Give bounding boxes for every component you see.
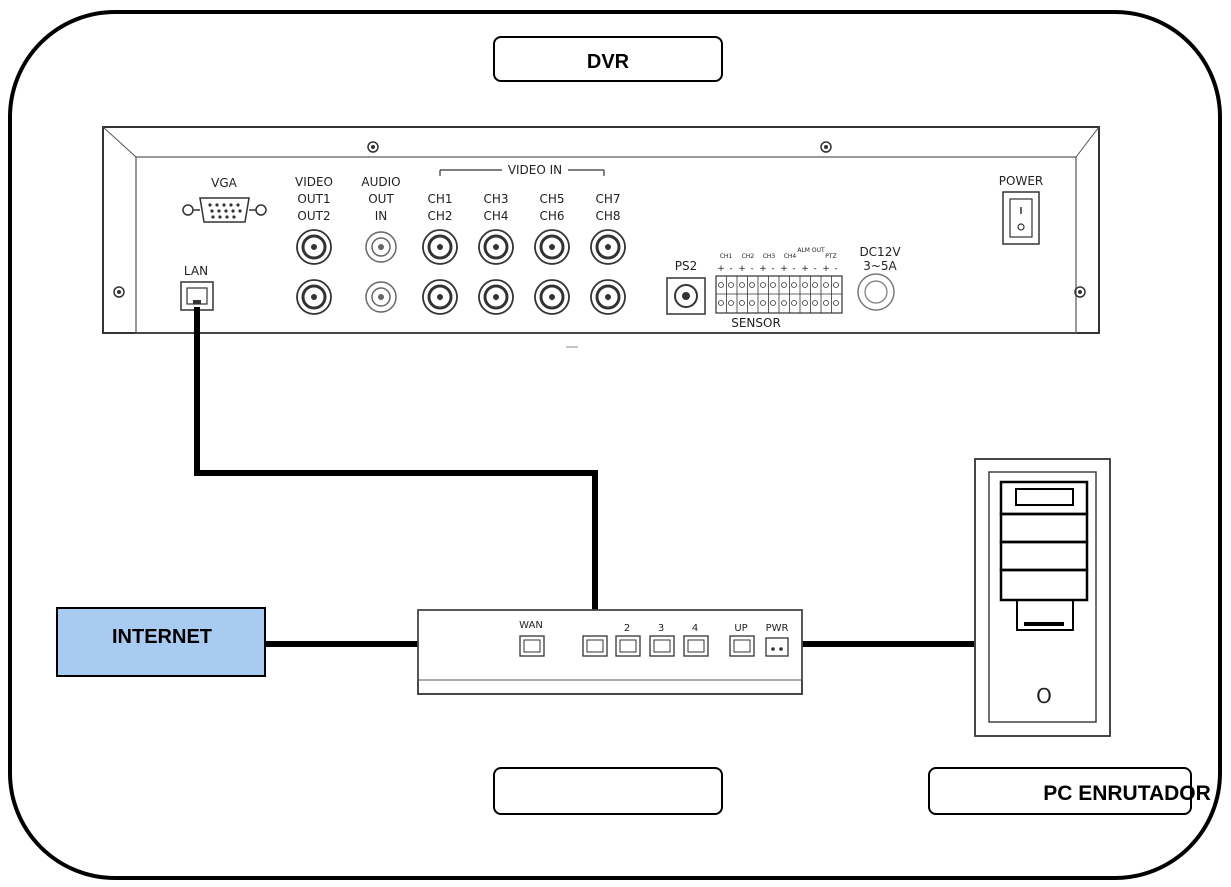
dc-voltage-label: DC12V (859, 245, 901, 259)
router: WAN 2 3 4 UP PWR (417, 609, 803, 695)
sensor-plus: + (780, 264, 788, 274)
dvr-title-box: DVR (493, 36, 723, 82)
sensor-minus: - (729, 264, 732, 274)
lan-port-2 (615, 635, 641, 657)
sensor-minus: - (750, 264, 753, 274)
dvr-rear-panel: VGA LAN VIDEO OUT1 OUT2 AUDIO OUT IN (102, 126, 1100, 348)
uplink-port (729, 635, 755, 657)
audio-out-label: OUT (368, 192, 394, 206)
sensor-label: SENSOR (731, 316, 781, 330)
sensor-minus: - (771, 264, 774, 274)
up-label: UP (734, 623, 747, 634)
rca-connector-icon (365, 231, 397, 263)
sensor-plus: + (822, 264, 830, 274)
pc-tower: O (974, 458, 1111, 737)
bnc-connector-icon (422, 229, 458, 265)
vga-label: VGA (211, 176, 238, 190)
dc-power-jack (857, 273, 895, 311)
dvr-lan-cable (194, 307, 598, 642)
bnc-connector-icon (478, 229, 514, 265)
ch5-label: CH5 (539, 192, 564, 206)
ch2-label: CH2 (427, 209, 452, 223)
internet-box: INTERNET (56, 607, 266, 677)
sensor-ch1-label: CH1 (720, 253, 733, 260)
lan-port-1 (582, 635, 608, 657)
bnc-connector-icon (534, 229, 570, 265)
pc-label-box: PC ENRUTADOR (928, 767, 1211, 815)
screw-icon (1074, 286, 1086, 298)
pc-label: PC ENRUTADOR (1043, 782, 1211, 805)
video-out1-label: OUT1 (297, 192, 330, 206)
video-in-label: VIDEO IN (508, 163, 562, 177)
power-switch (1002, 191, 1040, 245)
sensor-plus: + (759, 264, 767, 274)
port4-label: 4 (692, 623, 698, 634)
outer-frame (8, 10, 1222, 880)
dc-current-label: 3~5A (863, 259, 897, 273)
port2-label: 2 (624, 623, 630, 634)
power-label: POWER (999, 174, 1043, 188)
bnc-connector-icon (534, 279, 570, 315)
sensor-alm-out-label: ALM OUT (797, 247, 825, 254)
internet-label: INTERNET (112, 626, 212, 648)
ch6-label: CH6 (539, 209, 564, 223)
sensor-ptz-label: PTZ (825, 253, 836, 260)
sensor-minus: - (813, 264, 816, 274)
sensor-ch3-label: CH3 (763, 253, 776, 260)
bnc-connector-icon (422, 279, 458, 315)
ch1-label: CH1 (427, 192, 452, 206)
bnc-connector-icon (590, 279, 626, 315)
sensor-minus: - (792, 264, 795, 274)
sensor-terminal-block: CH1 CH2 CH3 CH4 ALM OUT PTZ + - + - + - … (715, 247, 843, 330)
lan-port-3 (649, 635, 675, 657)
ch4-label: CH4 (483, 209, 508, 223)
cables (194, 307, 974, 647)
port3-label: 3 (658, 623, 664, 634)
ch8-label: CH8 (595, 209, 620, 223)
video-out2-label: OUT2 (297, 209, 330, 223)
lan-port (180, 281, 214, 311)
pc-power-button: O (1036, 684, 1052, 708)
screw-icon (367, 141, 379, 153)
video-out-label: VIDEO (295, 175, 333, 189)
sensor-plus: + (801, 264, 809, 274)
video-in-bracket (439, 169, 605, 176)
ps2-label: PS2 (675, 259, 698, 273)
screw-icon (820, 141, 832, 153)
bnc-connector-icon (296, 279, 332, 315)
audio-in-label: IN (375, 209, 388, 223)
ps2-port (666, 277, 706, 315)
dvr-title: DVR (587, 51, 630, 73)
sensor-ch4-label: CH4 (784, 253, 797, 260)
ch7-label: CH7 (595, 192, 620, 206)
power-jack (765, 637, 789, 657)
bottom-center-label-box (493, 767, 723, 815)
ch3-label: CH3 (483, 192, 508, 206)
sensor-plus: + (738, 264, 746, 274)
bnc-connector-icon (478, 279, 514, 315)
bnc-connector-icon (296, 229, 332, 265)
lan-port-4 (683, 635, 709, 657)
rca-connector-icon (365, 281, 397, 313)
audio-label: AUDIO (361, 175, 400, 189)
pwr-label: PWR (766, 623, 789, 634)
sensor-minus: - (834, 264, 837, 274)
lan-label: LAN (184, 264, 208, 278)
sensor-ch2-label: CH2 (742, 253, 755, 260)
wan-label: WAN (519, 620, 543, 631)
bnc-connector-icon (590, 229, 626, 265)
vga-port (182, 197, 267, 223)
sensor-plus: + (717, 264, 725, 274)
wan-port (519, 635, 545, 657)
screw-icon (113, 286, 125, 298)
